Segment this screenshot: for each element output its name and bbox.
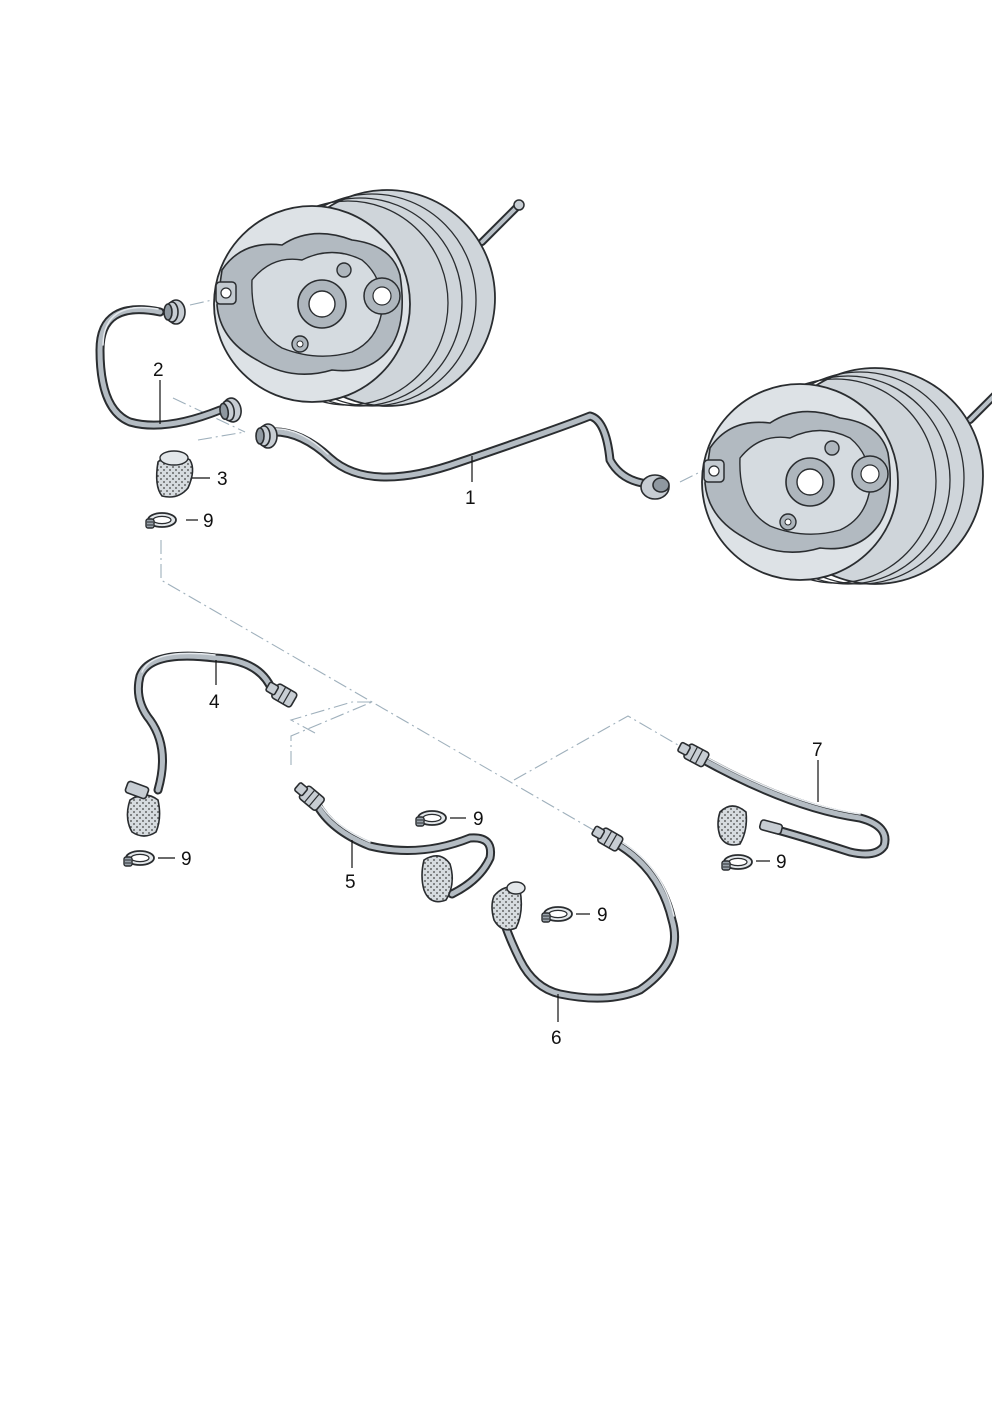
callout-leaders (158, 380, 819, 1022)
callout-2: 2 (153, 360, 164, 381)
hose-clamp-9e (721, 854, 753, 871)
hose-clamp-9d (541, 906, 573, 923)
callout-7: 7 (812, 740, 823, 761)
vacuum-line-5 (291, 779, 496, 903)
callout-5: 5 (345, 872, 356, 893)
callout-3: 3 (217, 469, 228, 490)
vacuum-line-1 (255, 411, 670, 500)
brake-servo-upper (214, 190, 524, 406)
hose-clamp-9c (415, 810, 447, 827)
callout-9a: 9 (203, 511, 214, 532)
hose-clamp-9a (145, 512, 177, 529)
callout-4: 4 (209, 692, 220, 713)
callout-9c: 9 (473, 809, 484, 830)
callout-9d: 9 (597, 905, 608, 926)
vacuum-line-6 (491, 822, 680, 1003)
callout-6: 6 (551, 1028, 562, 1049)
hose-clamp-9b (123, 850, 155, 867)
vacuum-line-7 (675, 738, 890, 859)
callout-9e: 9 (776, 852, 787, 873)
callout-labels: 1 2 3 4 5 6 7 9 9 9 9 9 (153, 360, 823, 1049)
vacuum-line-2 (95, 299, 244, 430)
hose-elbow-3 (155, 450, 194, 498)
callout-1: 1 (465, 488, 476, 509)
brake-servo-lower (702, 368, 992, 584)
vacuum-line-4 (124, 651, 299, 837)
callout-9b: 9 (181, 849, 192, 870)
